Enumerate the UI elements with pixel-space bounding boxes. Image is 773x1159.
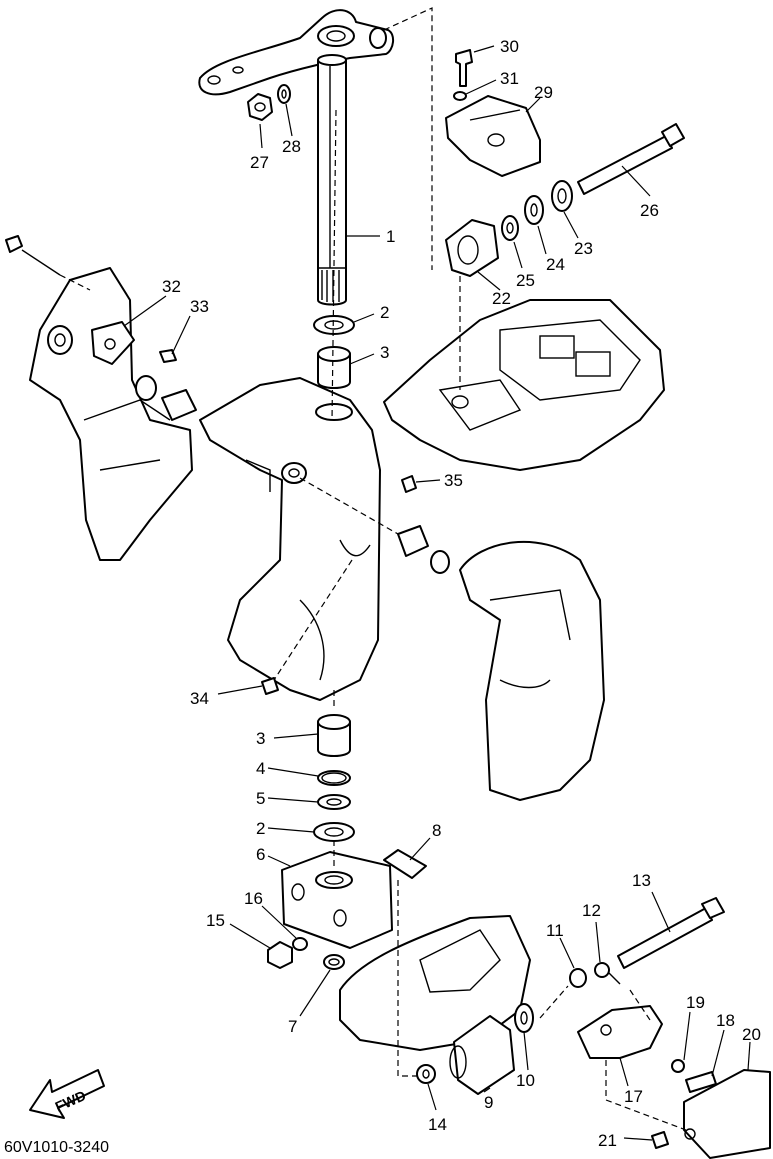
washer-5 bbox=[317, 794, 351, 810]
trim-sender-wire bbox=[5, 235, 91, 291]
callout-13: 13 bbox=[632, 871, 651, 890]
callout-11: 11 bbox=[546, 921, 564, 940]
upper-casing bbox=[383, 299, 665, 471]
washer-28 bbox=[277, 84, 291, 104]
callout-15: 15 bbox=[206, 911, 225, 930]
callout-9: 9 bbox=[484, 1093, 493, 1112]
mount-bracket-17 bbox=[577, 1005, 663, 1059]
steering-arm bbox=[198, 9, 394, 96]
washer-16 bbox=[292, 937, 308, 951]
callout-28: 28 bbox=[282, 137, 301, 156]
callout-21: 21 bbox=[598, 1131, 617, 1150]
swivel-bracket bbox=[199, 377, 381, 701]
callout-29: 29 bbox=[534, 83, 553, 102]
callout-labels: 1 2 3 27 28 30 31 29 26 23 24 25 22 32 3… bbox=[162, 37, 761, 1150]
tilt-pin-bushing bbox=[397, 525, 450, 574]
washer-24 bbox=[524, 195, 544, 225]
lower-mount-housing-6 bbox=[281, 851, 393, 949]
diagram-code: 60V1010-3240 bbox=[4, 1139, 109, 1156]
callout-19: 19 bbox=[686, 993, 705, 1012]
callout-3-lower: 3 bbox=[256, 729, 265, 748]
callout-27: 27 bbox=[250, 153, 269, 172]
rubber-mount-22 bbox=[445, 219, 499, 277]
ground-lead-12 bbox=[594, 962, 621, 985]
callout-4: 4 bbox=[256, 759, 265, 778]
washer-19 bbox=[671, 1059, 685, 1073]
nut-27 bbox=[247, 93, 273, 121]
bolt-13 bbox=[617, 897, 725, 969]
callout-32: 32 bbox=[162, 277, 181, 296]
washer-11 bbox=[569, 968, 587, 988]
steering-shaft bbox=[317, 54, 347, 306]
washer-2-lower bbox=[313, 822, 355, 842]
washer-14 bbox=[416, 1064, 436, 1084]
washer-2-upper bbox=[313, 315, 355, 335]
bushing-3-lower bbox=[317, 714, 351, 757]
washer-10 bbox=[514, 1003, 534, 1033]
callout-24: 24 bbox=[546, 255, 565, 274]
callout-34: 34 bbox=[190, 689, 209, 708]
rubber-mount-9 bbox=[449, 1015, 515, 1095]
callout-7: 7 bbox=[288, 1017, 297, 1036]
bolt-26 bbox=[577, 123, 685, 195]
washer-23 bbox=[551, 180, 573, 212]
o-ring-4 bbox=[317, 770, 351, 786]
callout-17: 17 bbox=[624, 1087, 643, 1106]
callout-31: 31 bbox=[500, 69, 519, 88]
callout-12: 12 bbox=[582, 901, 601, 920]
nut-15 bbox=[267, 941, 293, 969]
leader-lines bbox=[123, 45, 751, 1141]
trim-sender-32 bbox=[91, 321, 135, 365]
fwd-arrow: FWD bbox=[29, 1069, 105, 1119]
callout-33: 33 bbox=[190, 297, 209, 316]
callout-10: 10 bbox=[516, 1071, 535, 1090]
grease-nipple-35 bbox=[401, 475, 417, 493]
callout-5: 5 bbox=[256, 789, 265, 808]
clamp-bracket-left bbox=[29, 267, 193, 561]
grease-nipple-34 bbox=[261, 677, 279, 695]
callout-1: 1 bbox=[386, 227, 395, 246]
callout-25: 25 bbox=[516, 271, 535, 290]
callout-8: 8 bbox=[432, 821, 441, 840]
callout-2-lower: 2 bbox=[256, 819, 265, 838]
callout-14: 14 bbox=[428, 1115, 447, 1134]
circlip-7 bbox=[323, 954, 345, 970]
bolt-30 bbox=[455, 49, 473, 87]
mount-bracket-29 bbox=[445, 95, 541, 177]
callout-23: 23 bbox=[574, 239, 593, 258]
cover-20 bbox=[683, 1069, 771, 1159]
clamp-bracket-right bbox=[459, 540, 605, 801]
callout-3-upper: 3 bbox=[380, 343, 389, 362]
callout-22: 22 bbox=[492, 289, 511, 308]
callout-30: 30 bbox=[500, 37, 519, 56]
washer-25 bbox=[501, 215, 519, 241]
callout-35: 35 bbox=[444, 471, 463, 490]
alignment-lines bbox=[273, 7, 687, 1131]
callout-26: 26 bbox=[640, 201, 659, 220]
callout-16: 16 bbox=[244, 889, 263, 908]
washer-31 bbox=[453, 91, 467, 101]
damper-8 bbox=[383, 849, 427, 879]
callout-6: 6 bbox=[256, 845, 265, 864]
callout-20: 20 bbox=[742, 1025, 761, 1044]
bushing-left bbox=[135, 375, 197, 421]
bolt-21 bbox=[651, 1131, 669, 1149]
bushing-3-upper bbox=[317, 346, 351, 389]
callout-2-upper: 2 bbox=[380, 303, 389, 322]
callout-18: 18 bbox=[716, 1011, 735, 1030]
